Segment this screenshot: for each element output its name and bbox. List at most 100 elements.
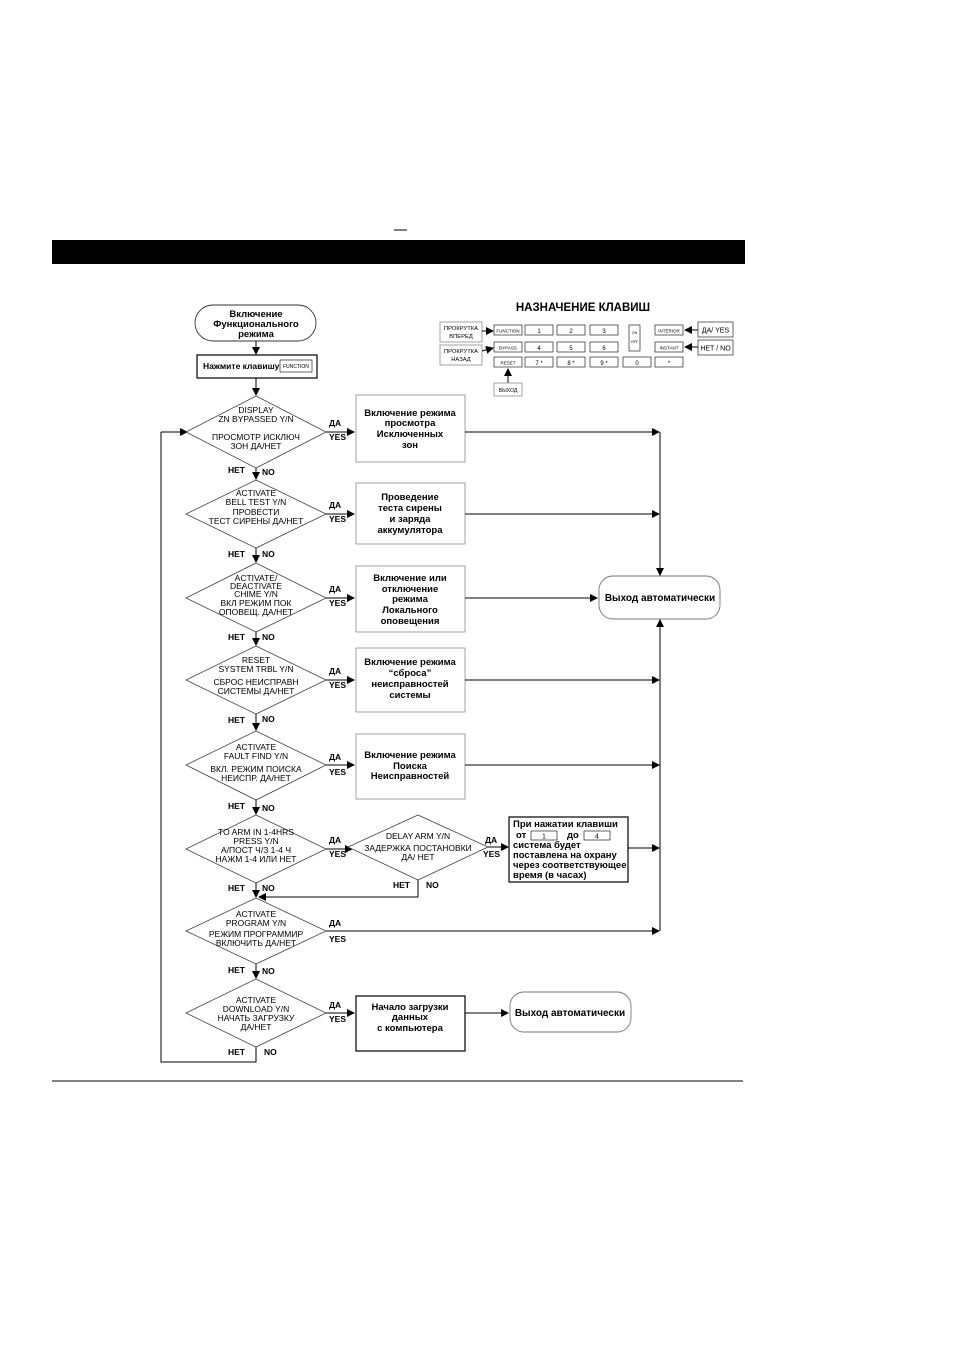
loop-line (160, 432, 257, 1063)
action-download (355, 995, 466, 1052)
svg-text:ДА: ДА (329, 666, 341, 676)
svg-text:NO: NO (426, 880, 439, 890)
svg-text:NO: NO (264, 1047, 277, 1057)
svg-text:“сброса”: “сброса” (389, 668, 432, 679)
svg-text:НЕТ: НЕТ (393, 880, 411, 890)
arm-note-box (508, 816, 629, 883)
svg-text:ОПОВЕЩ. ДА/НЕТ: ОПОВЕЩ. ДА/НЕТ (219, 607, 293, 617)
svg-text:НЕИСПР. ДА/НЕТ: НЕИСПР. ДА/НЕТ (221, 773, 291, 783)
svg-text:TO ARM IN 1-4HRS: TO ARM IN 1-4HRS (218, 827, 294, 837)
svg-text:NO: NO (262, 632, 275, 642)
svg-text:НЕТ: НЕТ (228, 632, 246, 642)
svg-text:ACTIVATE: ACTIVATE (236, 488, 277, 498)
svg-text:YES: YES (483, 849, 500, 859)
svg-text:FAULT FIND Y/N: FAULT FIND Y/N (224, 751, 288, 761)
svg-text:DOWNLOAD Y/N: DOWNLOAD Y/N (223, 1004, 289, 1014)
svg-text:6: 6 (602, 346, 606, 352)
exit-legend-box (493, 382, 523, 397)
svg-text:НАЧАТЬ ЗАГРУЗКУ: НАЧАТЬ ЗАГРУЗКУ (218, 1013, 295, 1023)
svg-text:YES: YES (329, 1014, 346, 1024)
key-from-box (530, 830, 558, 841)
svg-text:YES: YES (329, 849, 346, 859)
svg-text:OFF: OFF (631, 340, 639, 344)
svg-text:YES: YES (329, 934, 346, 944)
svg-text:Поиска: Поиска (393, 761, 428, 772)
key-4 (524, 341, 554, 353)
svg-text:PROGRAM Y/N: PROGRAM Y/N (226, 918, 286, 928)
svg-text:ВКЛЮЧИТЬ ДА/НЕТ: ВКЛЮЧИТЬ ДА/НЕТ (216, 938, 296, 948)
svg-text:аккумулятора: аккумулятора (377, 525, 443, 536)
key-8 (556, 356, 586, 368)
action-reset-trouble (355, 647, 466, 713)
svg-text:DELAY ARM Y/N: DELAY ARM Y/N (386, 831, 450, 841)
svg-text:BELL TEST Y/N: BELL TEST Y/N (226, 497, 287, 507)
svg-text:РЕЖИМ ПРОГРАММИР: РЕЖИМ ПРОГРАММИР (209, 929, 304, 939)
key-5 (556, 341, 586, 353)
key-instant (654, 341, 684, 353)
svg-text:NO: NO (262, 714, 275, 724)
svg-text:*: * (668, 361, 671, 367)
svg-text:НЕТ: НЕТ (228, 465, 246, 475)
svg-text:НАЖМ 1-4 ИЛИ НЕТ: НАЖМ 1-4 ИЛИ НЕТ (216, 854, 297, 864)
svg-text:DEACTIVATE: DEACTIVATE (230, 581, 282, 591)
svg-text:DISPLAY: DISPLAY (238, 405, 274, 415)
svg-text:Нажмите клавишу: Нажмите клавишу (203, 361, 280, 371)
svg-text:ПРОКРУТКА: ПРОКРУТКА (444, 326, 478, 332)
svg-text:ЗОН ДА/НЕТ: ЗОН ДА/НЕТ (231, 441, 282, 451)
svg-text:до: до (567, 830, 579, 841)
svg-text:время (в часах): время (в часах) (513, 870, 587, 881)
svg-text:Исключенных: Исключенных (377, 429, 444, 440)
svg-text:НЕТ: НЕТ (228, 883, 246, 893)
svg-text:Выход автоматически: Выход автоматически (605, 593, 715, 604)
svg-text:ZN BYPASSED Y/N: ZN BYPASSED Y/N (218, 414, 293, 424)
svg-text:просмотра: просмотра (385, 418, 436, 429)
svg-text:Включение режима: Включение режима (364, 750, 456, 761)
svg-text:НЕТ / NO: НЕТ / NO (700, 346, 731, 353)
svg-text:режима: режима (392, 594, 428, 605)
svg-text:8 *: 8 * (567, 361, 575, 367)
svg-text:ДА/ YES: ДА/ YES (702, 328, 730, 335)
svg-text:Включение режима: Включение режима (364, 408, 456, 419)
svg-text:через соответствующее: через соответствующее (513, 860, 626, 871)
svg-text:1: 1 (537, 329, 541, 335)
svg-text:BYPASS: BYPASS (499, 346, 517, 351)
svg-text:ДА: ДА (329, 1000, 341, 1010)
svg-text:ВПЕРЕД: ВПЕРЕД (449, 334, 473, 340)
svg-text:с компьютера: с компьютера (377, 1023, 443, 1034)
svg-text:NO: NO (262, 966, 275, 976)
key-reset (493, 356, 523, 368)
key-7 (524, 356, 554, 368)
key-2 (556, 324, 586, 336)
svg-text:NO: NO (262, 467, 275, 477)
svg-text:СБРОС НЕИСПРАВН: СБРОС НЕИСПРАВН (213, 677, 298, 687)
key-3 (589, 324, 619, 336)
decision-download (185, 978, 327, 1048)
svg-text:INTERIOR: INTERIOR (658, 329, 680, 334)
svg-text:НЕТ: НЕТ (228, 1047, 246, 1057)
svg-text:RESET: RESET (242, 655, 270, 665)
svg-text:7 *: 7 * (535, 361, 543, 367)
keys-legend: НАЗНАЧЕНИЕ КЛАВИШ ПРОКРУТКА ВПЕРЕД ПРОКР… (439, 302, 734, 397)
svg-text:RESET: RESET (500, 361, 515, 366)
svg-text:SYSTEM TRBL Y/N: SYSTEM TRBL Y/N (219, 664, 294, 674)
svg-text:оповещения: оповещения (381, 616, 440, 627)
key-interior (654, 324, 684, 336)
svg-text:поставлена на охрану: поставлена на охрану (513, 850, 618, 861)
svg-text:NO: NO (262, 803, 275, 813)
svg-text:Проведение: Проведение (381, 492, 439, 503)
svg-text:А/ПОСТ Ч/З 1-4 Ч: А/ПОСТ Ч/З 1-4 Ч (221, 845, 291, 855)
svg-text:YES: YES (329, 432, 346, 442)
svg-text:YES: YES (329, 767, 346, 777)
svg-text:НЕТ: НЕТ (228, 549, 246, 559)
svg-text:9 *: 9 * (600, 361, 608, 367)
svg-text:Функционального: Функционального (213, 319, 299, 330)
svg-text:НЕТ: НЕТ (228, 715, 246, 725)
svg-text:отключение: отключение (382, 584, 439, 595)
svg-text:НЕТ: НЕТ (228, 801, 246, 811)
key-on-off (628, 324, 641, 352)
key-to-box (583, 830, 611, 841)
svg-text:неисправностей: неисправностей (371, 679, 448, 690)
key-1 (524, 324, 554, 336)
svg-text:ВКЛ РЕЖИМ ПОК: ВКЛ РЕЖИМ ПОК (221, 598, 292, 608)
